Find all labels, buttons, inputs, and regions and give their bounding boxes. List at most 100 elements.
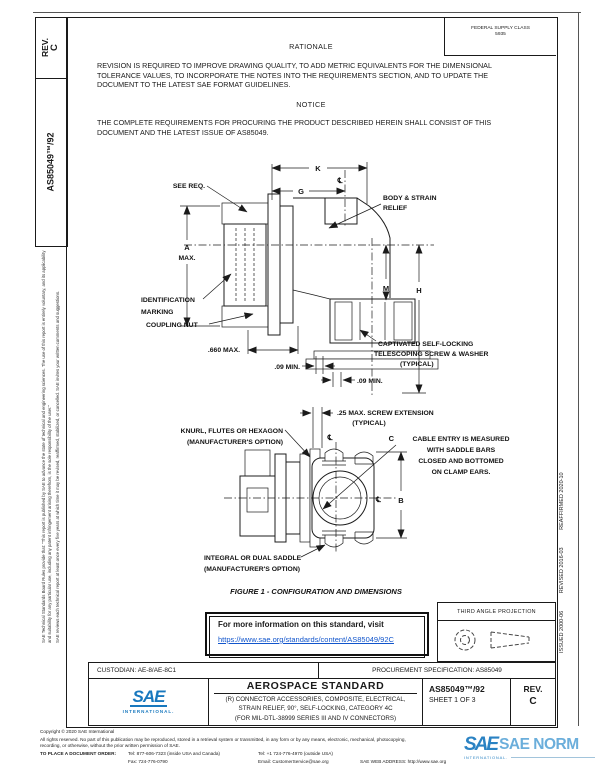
watermark-divider: [511, 757, 595, 758]
reaffirmed-date: REAFFIRMED 2020-10: [559, 472, 565, 530]
body-strain-label-1: BODY & STRAIN: [383, 195, 437, 202]
dim-09-label-2: .09 MIN.: [357, 378, 383, 385]
document-number: AS85049™/92: [429, 683, 485, 694]
ident-label-2: MARKING: [141, 309, 173, 316]
figure-1-drawing: .s{stroke:#1c1c1c;stroke-width:1;fill:no…: [141, 162, 510, 596]
figure-caption: FIGURE 1 - CONFIGURATION AND DIMENSIONS: [230, 587, 402, 596]
rights-line2: recording, or otherwise, without the pri…: [40, 743, 180, 748]
knurl-label-2: (MANUFACTURER'S OPTION): [187, 439, 283, 446]
integral-label-2: (MANUFACTURER'S OPTION): [204, 566, 300, 573]
document-number-box: AS85049™/92: [35, 78, 66, 245]
dimension-g: G: [271, 187, 346, 196]
sheet-number: SHEET 1 OF 3: [429, 696, 476, 704]
captivated-label-3: (TYPICAL): [400, 361, 434, 368]
sae-norm-watermark: SAE SAE NORM INTERNATIONAL.: [464, 734, 598, 760]
cable-entry-label-1: CABLE ENTRY IS MEASURED: [412, 436, 509, 443]
revision-box: REV. C: [35, 17, 66, 79]
dimension-25-max: .25 MAX. SCREW EXTENSION (TYPICAL): [300, 407, 434, 448]
sae-logo: SAE INTERNATIONAL.: [89, 677, 209, 725]
projection-label: THIRD ANGLE PROJECTION: [438, 603, 555, 621]
captivated-label-2: TELESCOPING SCREW & WASHER: [374, 351, 489, 358]
dim-g-label: G: [298, 187, 304, 196]
document-number-cell: AS85049™/92 SHEET 1 OF 3: [423, 677, 511, 725]
centerline-symbol-lower-right: ℄: [375, 495, 382, 504]
dimension-a: A MAX.: [179, 205, 220, 327]
third-angle-projection-icon: [454, 629, 529, 651]
cable-entry-c: C: [389, 434, 395, 443]
coupling-nut-label: COUPLING NUT: [146, 322, 199, 329]
callout-see-req: SEE REQ.: [173, 183, 248, 213]
revision-cell-label: REV.: [523, 683, 543, 694]
dim-h-label: H: [416, 286, 421, 295]
dimension-h: H: [402, 244, 426, 394]
knurl-label-1: KNURL, FLUTES OR HEXAGON: [181, 428, 283, 435]
screw-ext-label-1: .25 MAX. SCREW EXTENSION: [337, 410, 434, 417]
tel-inside: Tel: 877-606-7323 (inside USA and Canada…: [128, 751, 220, 756]
rights-line1: All rights reserved. No part of this pub…: [40, 736, 406, 742]
dim-m-label: M: [383, 284, 389, 293]
integral-label-1: INTEGRAL OR DUAL SADDLE: [204, 555, 302, 562]
more-info-box: For more information on this standard, v…: [205, 612, 429, 658]
notice-body: THE COMPLETE REQUIREMENTS FOR PROCURING …: [97, 118, 492, 137]
document-number-vertical: AS85049™/92: [45, 131, 56, 192]
dimension-m: M: [382, 244, 390, 301]
left-column: [35, 17, 68, 247]
fax-number: Fax: 724-776-0790: [128, 759, 168, 764]
revision-cell-value: C: [529, 695, 537, 707]
title-block-row1: CUSTODIAN: AE-8/AE-8C1 PROCUREMENT SPECI…: [88, 662, 556, 679]
issued-date: ISSUED 2000-06: [559, 610, 565, 653]
cable-entry-label-2: WITH SADDLE BARS: [427, 447, 496, 454]
dim-a-max-label: MAX.: [179, 255, 196, 262]
screw-ext-label-2: (TYPICAL): [352, 420, 386, 427]
captivated-label-1: CAPTIVATED SELF-LOCKING: [378, 341, 473, 348]
fsc-value: 5935: [495, 32, 506, 37]
watermark-sae-logo: SAE: [464, 734, 499, 755]
standard-title-line1: (R) CONNECTOR ACCESSORIES, COMPOSITE, EL…: [225, 695, 406, 703]
dim-k-label: K: [315, 164, 321, 173]
revision-cell: REV. C: [511, 678, 555, 725]
more-info-text: For more information on this standard, v…: [218, 620, 384, 629]
revised-date: REVISED 2016-03: [559, 547, 565, 594]
dimension-b: B: [376, 451, 407, 539]
standard-title-cell: AEROSPACE STANDARD (R) CONNECTOR ACCESSO…: [209, 677, 423, 725]
sae-logo-subtext: INTERNATIONAL.: [122, 708, 175, 714]
cable-entry-label-3: CLOSED AND BOTTOMED: [418, 458, 503, 465]
body-strain-label-2: RELIEF: [383, 205, 407, 212]
sae-logo-text: SAE: [129, 688, 168, 708]
centerline-symbol-upper: ℄: [337, 176, 344, 185]
dim-a-label: A: [184, 243, 190, 252]
order-label: TO PLACE A DOCUMENT ORDER:: [40, 751, 117, 756]
dimension-660-max: .660 MAX.: [208, 326, 299, 354]
callout-knurl: KNURL, FLUTES OR HEXAGON (MANUFACTURER'S…: [181, 428, 311, 458]
dim-b-label: B: [398, 496, 404, 505]
dimension-09-min-2: .09 MIN.: [321, 372, 383, 387]
callout-identification-marking: IDENTIFICATION MARKING: [141, 273, 232, 316]
sheet-outer-border-right: [578, 12, 579, 726]
rationale-heading: RATIONALE: [289, 42, 333, 51]
callout-coupling-nut: COUPLING NUT: [146, 312, 254, 329]
watermark-text: SAE NORM: [499, 736, 579, 753]
lower-view-body: [224, 442, 398, 554]
copyright-line: Copyright © 2020 SAE International: [40, 729, 115, 734]
centerline-symbol-lower-top: ℄: [327, 433, 334, 442]
standard-link[interactable]: https://www.sae.org/standards/content/AS…: [218, 635, 394, 644]
standard-title-line3: (FOR MIL-DTL-38999 SERIES III AND IV CON…: [234, 714, 397, 722]
sheet-outer-border-top: [33, 12, 581, 13]
callout-integral-saddle: INTEGRAL OR DUAL SADDLE (MANUFACTURER'S …: [204, 544, 326, 573]
watermark-subtext: INTERNATIONAL.: [464, 755, 509, 760]
disclaimer-paragraph-2: SAE reviews each technical report at lea…: [55, 290, 61, 643]
disclaimer-paragraph-1: SAE Technical Standards Board Rules prov…: [41, 250, 52, 643]
title-block-row2: SAE INTERNATIONAL. AEROSPACE STANDARD (R…: [88, 677, 556, 726]
dim-660-label: .660 MAX.: [208, 347, 240, 354]
custodian-cell: CUSTODIAN: AE-8/AE-8C1: [89, 663, 319, 678]
callout-body-strain-relief: BODY & STRAIN RELIEF: [328, 195, 437, 229]
drawing-frame: [66, 17, 558, 728]
dimension-09-min-1: .09 MIN.: [274, 356, 335, 374]
dim-09-label-1: .09 MIN.: [274, 364, 300, 371]
federal-supply-class-box: FEDERAL SUPPLY CLASS 5935: [444, 17, 556, 56]
rationale-body: REVISION IS REQUIRED TO IMPROVE DRAWING …: [97, 61, 492, 90]
fsc-label: FEDERAL SUPPLY CLASS: [471, 26, 530, 31]
left-margin-disclaimer: SAE Technical Standards Board Rules prov…: [41, 249, 61, 643]
standard-title-line2: STRAIN RELIEF, 90°, SELF-LOCKING, CATEGO…: [238, 705, 393, 713]
